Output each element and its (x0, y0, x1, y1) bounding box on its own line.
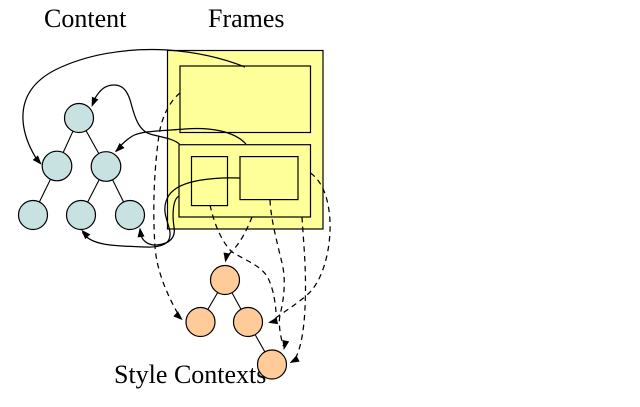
svg-text:Content: Content (44, 4, 127, 33)
svg-text:Frames: Frames (208, 4, 285, 33)
svg-text:Style Contexts: Style Contexts (114, 360, 266, 389)
